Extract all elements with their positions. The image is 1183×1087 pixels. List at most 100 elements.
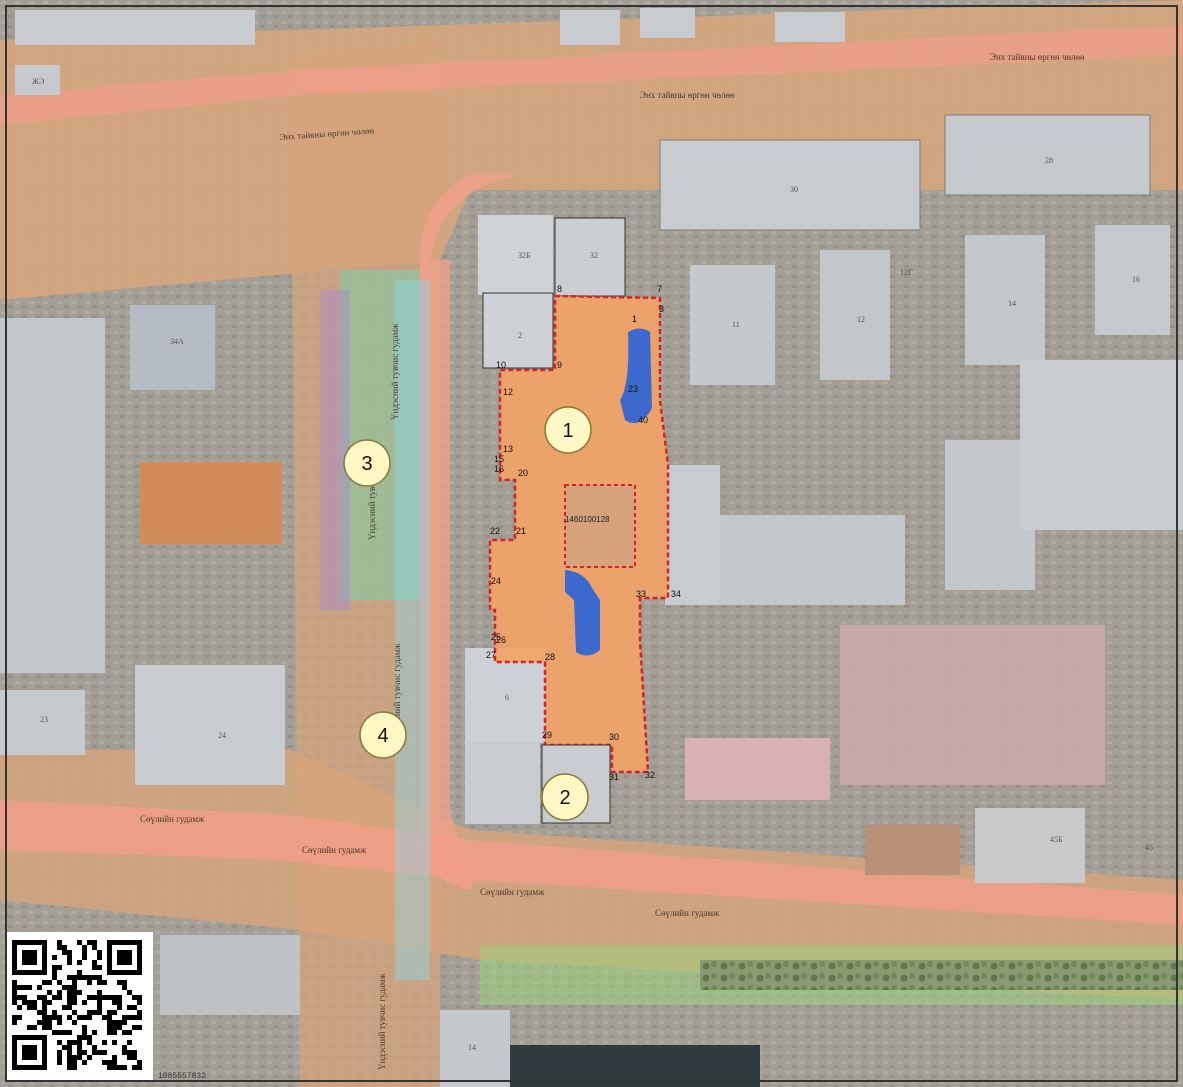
qr-cell bbox=[77, 1040, 82, 1045]
qr-cell bbox=[87, 1015, 92, 1020]
qr-cell bbox=[97, 995, 102, 1000]
vertex-label: 7 bbox=[657, 284, 662, 294]
qr-cell bbox=[107, 1060, 112, 1065]
svg-text:6: 6 bbox=[505, 693, 509, 702]
map-frame bbox=[5, 5, 1178, 1082]
qr-cell bbox=[17, 995, 22, 1000]
qr-cell bbox=[122, 1050, 127, 1055]
qr-cell bbox=[77, 1050, 82, 1055]
qr-cell bbox=[117, 1020, 122, 1025]
qr-cell bbox=[47, 1015, 52, 1020]
qr-cell bbox=[132, 1050, 137, 1055]
qr-cell bbox=[87, 1040, 92, 1045]
qr-cell bbox=[12, 990, 17, 995]
qr-cell bbox=[47, 1025, 52, 1030]
qr-cell bbox=[72, 980, 77, 985]
vertex-label: 13 bbox=[503, 444, 513, 454]
qr-cell bbox=[42, 1000, 47, 1005]
qr-cell bbox=[42, 1015, 47, 1020]
svg-text:ЖЭ: ЖЭ bbox=[32, 77, 44, 86]
qr-cell bbox=[72, 1065, 77, 1070]
qr-cell bbox=[72, 1040, 77, 1045]
qr-cell bbox=[137, 1060, 142, 1065]
qr-cell bbox=[122, 1015, 127, 1020]
qr-cell bbox=[27, 985, 32, 990]
qr-cell bbox=[97, 990, 102, 995]
qr-cell bbox=[57, 945, 62, 950]
qr-cell bbox=[17, 985, 22, 990]
qr-cell bbox=[62, 945, 67, 950]
qr-cell bbox=[57, 995, 62, 1000]
qr-cell bbox=[137, 1015, 142, 1020]
qr-cell bbox=[62, 1005, 67, 1010]
vertex-label: 22 bbox=[490, 526, 500, 536]
qr-cell bbox=[42, 995, 47, 1000]
qr-cell bbox=[82, 955, 87, 960]
qr-cell bbox=[72, 1020, 77, 1025]
qr-cell bbox=[52, 965, 57, 970]
qr-cell bbox=[17, 1005, 22, 1010]
qr-cell bbox=[102, 1050, 107, 1055]
vertex-label: 16 bbox=[494, 464, 504, 474]
qr-cell bbox=[57, 1050, 62, 1055]
vertex-label: 15 bbox=[494, 454, 504, 464]
water-tank-upper bbox=[620, 328, 652, 424]
qr-cell bbox=[67, 950, 72, 955]
svg-text:Үндэсний тувчис гудамж: Үндэсний тувчис гудамж bbox=[367, 443, 377, 540]
qr-cell bbox=[67, 985, 72, 990]
qr-cell bbox=[112, 1010, 117, 1015]
qr-cell bbox=[77, 1015, 82, 1020]
zone-marker-1: 1 bbox=[544, 406, 592, 454]
qr-cell bbox=[52, 955, 57, 960]
qr-cell bbox=[72, 1055, 77, 1060]
vertex-label: 9 bbox=[557, 360, 562, 370]
qr-cell bbox=[127, 1030, 132, 1035]
qr-cell bbox=[82, 1015, 87, 1020]
qr-cell bbox=[132, 1065, 137, 1070]
qr-cell bbox=[87, 940, 92, 945]
svg-text:32: 32 bbox=[590, 251, 598, 260]
qr-cell bbox=[92, 940, 97, 945]
qr-cell bbox=[12, 995, 17, 1000]
qr-cell bbox=[72, 995, 77, 1000]
qr-cell bbox=[72, 990, 77, 995]
qr-cell bbox=[92, 995, 97, 1000]
qr-cell bbox=[82, 1025, 87, 1030]
qr-cell bbox=[37, 1010, 42, 1015]
qr-cell bbox=[57, 965, 62, 970]
svg-text:1: 1 bbox=[562, 420, 573, 442]
svg-text:Үндэсний тувчис гудамж: Үндэсний тувчис гудамж bbox=[392, 643, 402, 740]
qr-cell bbox=[42, 1010, 47, 1015]
qr-cell bbox=[137, 1025, 142, 1030]
red-line-top bbox=[0, 25, 1183, 125]
qr-cell bbox=[92, 965, 97, 970]
qr-cell bbox=[52, 1015, 57, 1020]
qr-cell bbox=[102, 1040, 107, 1045]
qr-cell bbox=[107, 1025, 112, 1030]
svg-text:23: 23 bbox=[40, 715, 48, 724]
qr-cell bbox=[122, 1045, 127, 1050]
qr-cell bbox=[47, 990, 52, 995]
qr-cell bbox=[97, 1010, 102, 1015]
qr-cell bbox=[62, 985, 67, 990]
qr-cell bbox=[107, 995, 112, 1000]
qr-cell bbox=[77, 960, 82, 965]
qr-cell bbox=[67, 1000, 72, 1005]
red-line-corner bbox=[420, 175, 520, 890]
vertex-label: 27 bbox=[486, 650, 496, 660]
svg-text:45Б: 45Б bbox=[1050, 835, 1063, 844]
qr-cell bbox=[67, 1015, 72, 1020]
qr-cell bbox=[62, 1030, 67, 1035]
svg-text:30: 30 bbox=[790, 185, 798, 194]
qr-cell bbox=[82, 945, 87, 950]
svg-text:12Г: 12Г bbox=[900, 268, 913, 277]
qr-cell bbox=[82, 1050, 87, 1055]
qr-cell bbox=[127, 1015, 132, 1020]
vertex-labels: 1 3 7 8 9 10 12 13 15 16 20 21 22 23 24 … bbox=[486, 284, 681, 782]
qr-cell bbox=[67, 1060, 72, 1065]
qr-cell bbox=[52, 1010, 57, 1015]
qr-cell bbox=[67, 960, 72, 965]
qr-cell bbox=[117, 1000, 122, 1005]
qr-cell bbox=[67, 955, 72, 960]
svg-text:12: 12 bbox=[857, 315, 865, 324]
